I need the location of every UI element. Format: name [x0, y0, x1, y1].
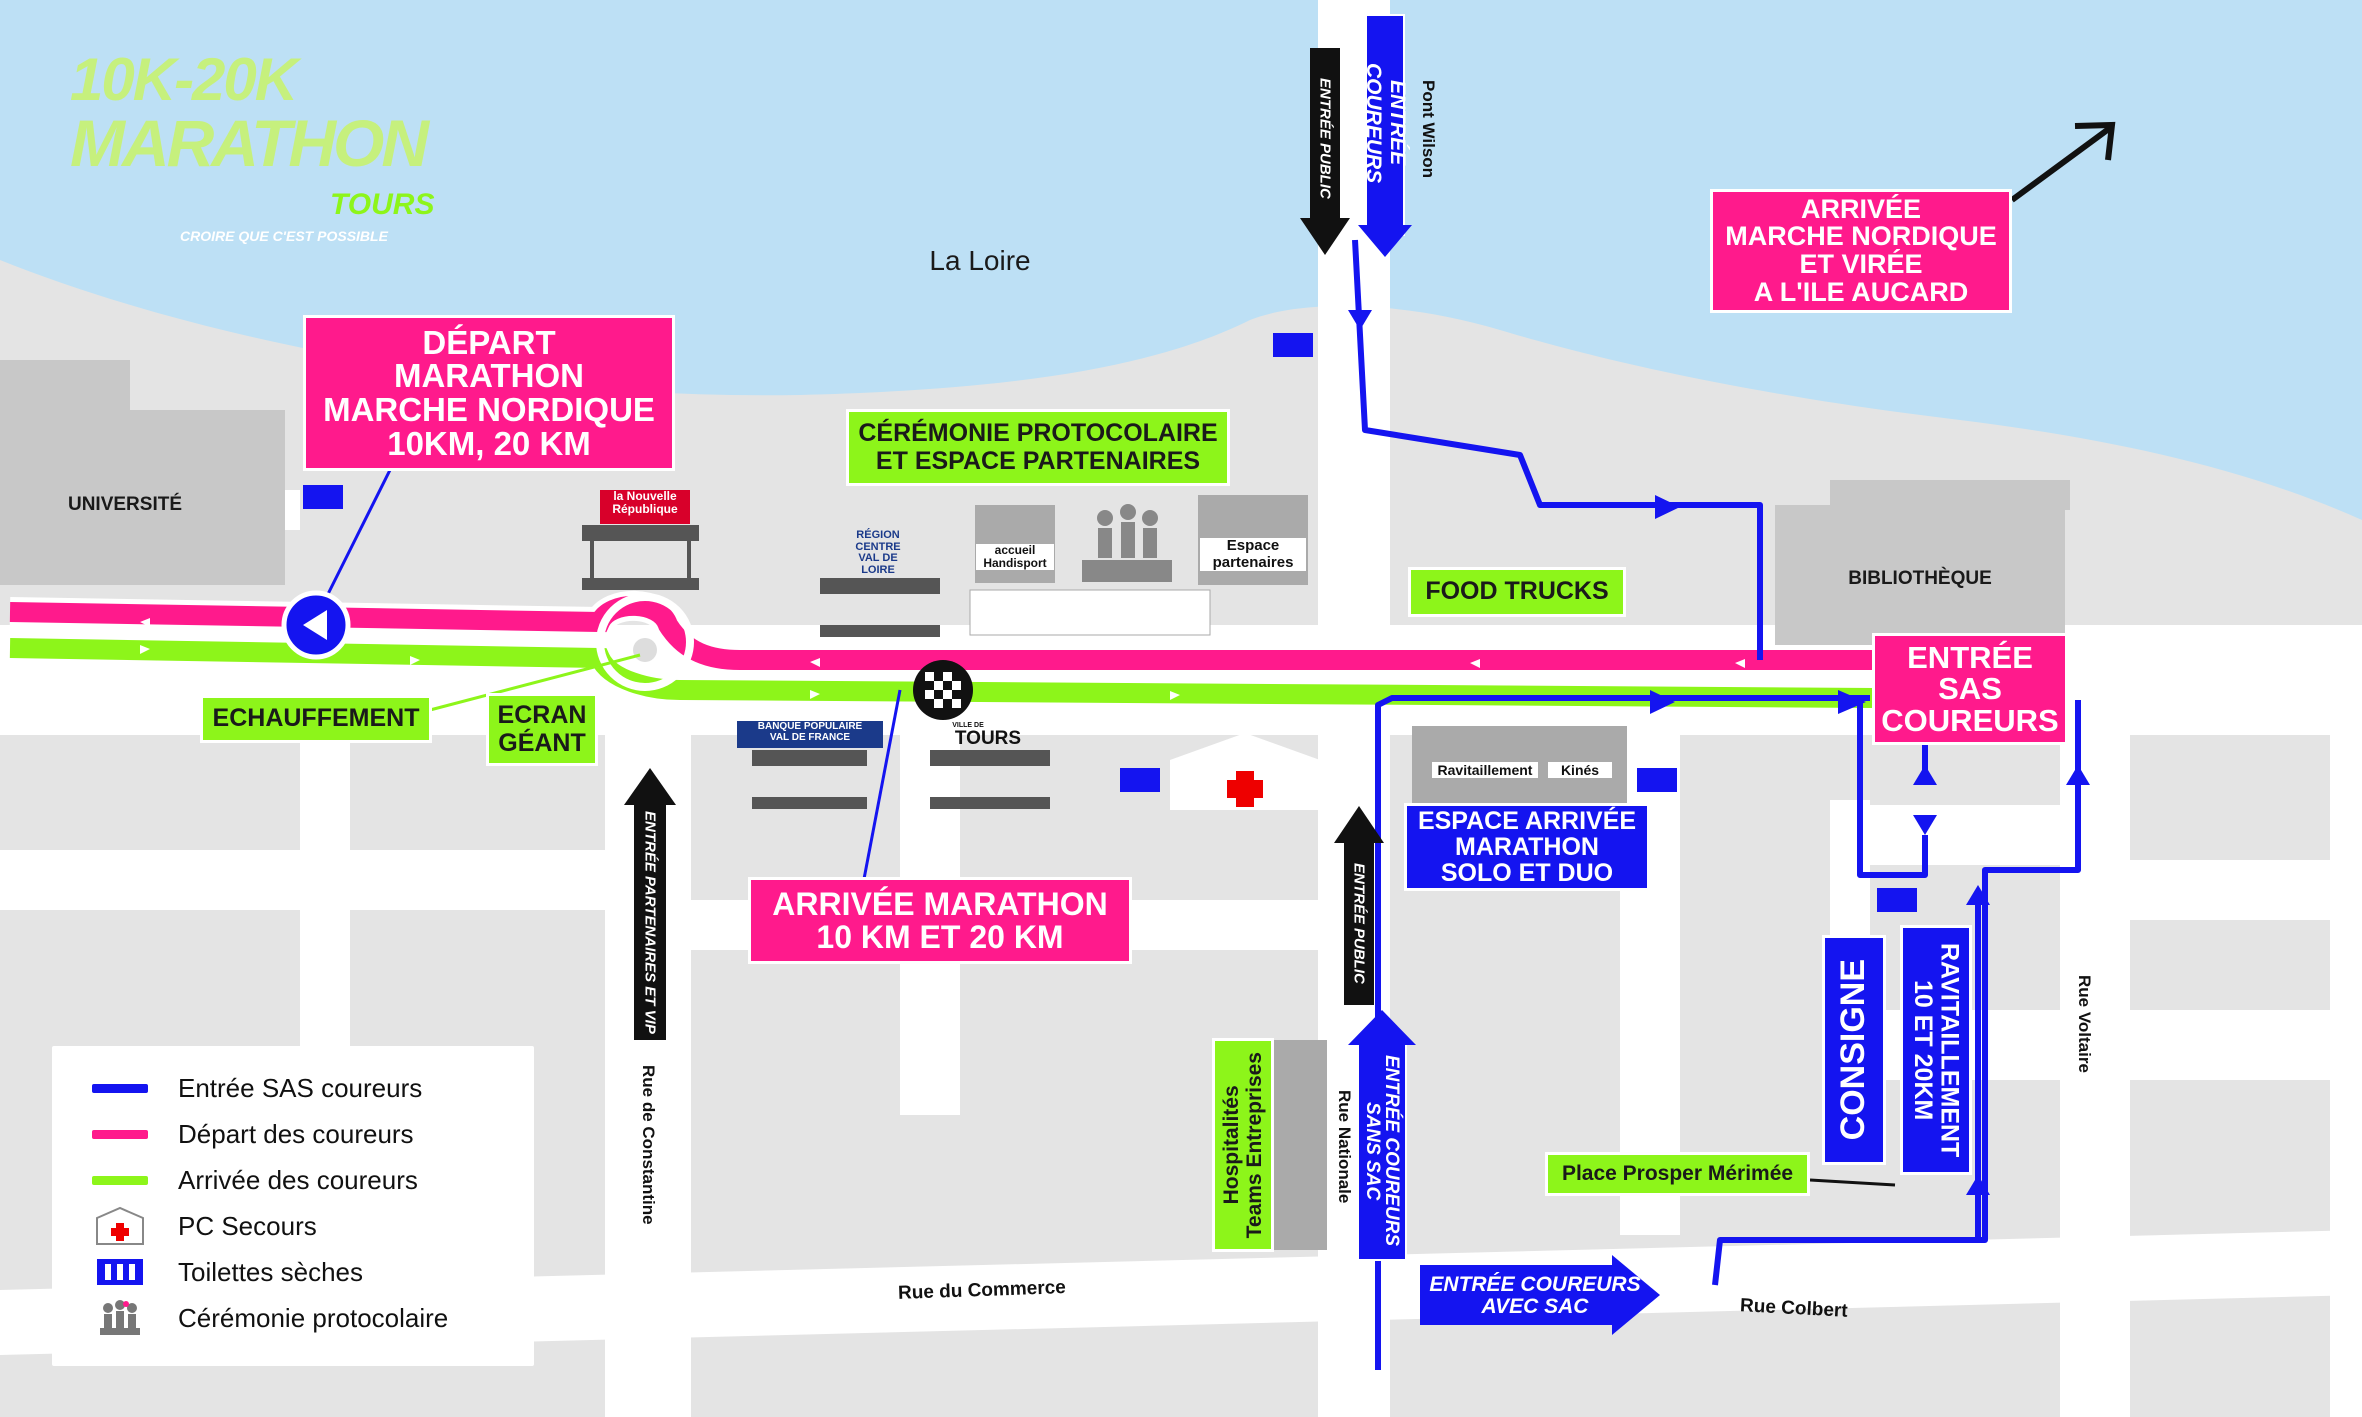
loire-river [0, 0, 2362, 520]
podium-icon [100, 1300, 140, 1335]
logo-line1: 10K-20K [70, 46, 298, 113]
legend-green-line [92, 1175, 148, 1185]
ravitaillement-tent-text: Ravitaillement [1432, 762, 1538, 778]
roundabout [596, 593, 694, 691]
entree-avec-sac-text: ENTRÉE COUREURS AVEC SAC [1429, 1272, 1641, 1318]
podium-icon [1082, 504, 1172, 582]
sponsor-strip [969, 589, 1211, 636]
stand-nouvelle-republique [582, 525, 699, 590]
entree-sas-label: ENTRÉE SAS COUREURS [1872, 633, 2068, 745]
legend-text: Entrée SAS coureurs [178, 1072, 423, 1103]
legend-text: PC Secours [178, 1210, 317, 1241]
pont-wilson-label: Pont Wilson [1419, 80, 1438, 179]
legend-row: PC Secours [92, 1206, 317, 1246]
stand-nr-text: la Nouvelle République [600, 489, 690, 524]
stand-bp-text: BANQUE POPULAIRE VAL DE FRANCE [737, 721, 883, 748]
ceremonie-label: CÉRÉMONIE PROTOCOLAIRE ET ESPACE PARTENA… [846, 409, 1230, 486]
partner-arrow [624, 768, 676, 1040]
echauffement-label: ECHAUFFEMENT [200, 695, 432, 743]
entree-coureurs-top-text: ENTRÉE COUREURS [1362, 62, 1409, 184]
entree-sans-sac-text: ENTRÉE COUREURS SANS SAC [1362, 1055, 1402, 1247]
ravitaillement-text: RAVITAILLEMENT 10 ET 20KM [1909, 942, 1964, 1158]
ile-aucard-arrow [2010, 125, 2112, 203]
entree-public-top-text: ENTRÉE PUBLIC [1316, 77, 1334, 199]
place-prosper-label: Place Prosper Mérimée [1545, 1152, 1810, 1196]
rue-voltaire-label: Rue Voltaire [2075, 975, 2094, 1073]
stand-tours-text: TOURS [954, 728, 1022, 749]
public-arrow-top [1300, 48, 1350, 255]
espace-arrivee-label: ESPACE ARRIVÉE MARATHON SOLO ET DUO [1404, 803, 1650, 891]
arrivee-nordique-label: ARRIVÉE MARCHE NORDIQUE ET VIRÉE A L'ILE… [1710, 189, 2012, 313]
legend-row: Entrée SAS coureurs [92, 1068, 422, 1108]
bibliotheque-label: BIBLIOTHÈQUE [1848, 568, 1992, 589]
la-loire-label: La Loire [929, 245, 1031, 276]
map-legend: Entrée SAS coureurs Départ des coureurs … [52, 1046, 534, 1366]
logo-line3: TOURS [330, 188, 435, 221]
espace-partenaires-text: Espace partenaires [1200, 537, 1306, 571]
legend-blue-line [92, 1083, 148, 1093]
public-arrow-mid [1334, 806, 1384, 1005]
entree-partenaires-text: ENTRÉE PARTENAIRES ET VIP [641, 811, 659, 1034]
first-aid-tent-icon [96, 1206, 144, 1245]
stand-bp [752, 750, 867, 809]
runner-arrow-sans-sac [1348, 1010, 1416, 1261]
ecran-geant-label: ECRAN GÉANT [486, 693, 598, 766]
depart-label: DÉPART MARATHON MARCHE NORDIQUE 10KM, 20… [303, 315, 675, 471]
legend-row: Toilettes sèches [92, 1252, 363, 1292]
hospitalites-text: Hospitalités Teams Entreprises [1219, 1051, 1266, 1239]
runner-arrow-top [1358, 14, 1412, 257]
logo-tagline: CROIRE QUE C'EST POSSIBLE [180, 228, 388, 244]
legend-text: Cérémonie protocolaire [178, 1302, 449, 1333]
legend-row: Arrivée des coureurs [92, 1160, 418, 1200]
hospitalites-label: Hospitalités Teams Entreprises [1212, 1038, 1274, 1252]
runner-arrow-avec-sac [1420, 1255, 1660, 1335]
ravitaillement-label: RAVITAILLEMENT 10 ET 20KM [1900, 925, 1972, 1175]
consigne-text: CONSIGNE [1834, 959, 1873, 1141]
food-trucks-label: FOOD TRUCKS [1408, 567, 1626, 617]
stand-tours-small: VILLE DE [952, 722, 984, 729]
buildings [0, 360, 2070, 645]
legend-pink-line [92, 1129, 148, 1139]
event-logo: 10K-20K MARATHON TOURS CROIRE QUE C'EST … [70, 46, 434, 250]
kines-tent-text: Kinés [1548, 762, 1612, 778]
handisport-text: accueil Handisport [976, 543, 1054, 571]
rue-constantine-label: Rue de Constantine [639, 1065, 658, 1225]
consigne-label: CONSIGNE [1822, 935, 1886, 1165]
universite-label: UNIVERSITÉ [67, 494, 183, 515]
toilet-icon [303, 333, 1917, 912]
toilet-icon [97, 1259, 143, 1285]
legend-text: Arrivée des coureurs [178, 1164, 418, 1195]
legend-text: Départ des coureurs [178, 1118, 414, 1149]
stand-region-text: RÉGION CENTRE VAL DE LOIRE [855, 529, 901, 576]
stand-region [820, 578, 940, 637]
logo-line2: MARATHON [70, 106, 429, 180]
blue-arrows [1348, 310, 2090, 1195]
entree-public-mid-text: ENTRÉE PUBLIC [1350, 862, 1368, 984]
arrivee-marathon-label: ARRIVÉE MARATHON 10 KM ET 20 KM [748, 877, 1132, 964]
legend-text: Toilettes sèches [178, 1256, 363, 1287]
legend-row: Cérémonie protocolaire [92, 1298, 448, 1338]
first-aid-tent-icon [1170, 733, 1320, 810]
stand-tours [930, 750, 1050, 809]
rue-nationale-label: Rue Nationale [1335, 1090, 1354, 1204]
legend-row: Départ des coureurs [92, 1114, 414, 1154]
hospitalites-tents [1272, 1040, 1327, 1250]
